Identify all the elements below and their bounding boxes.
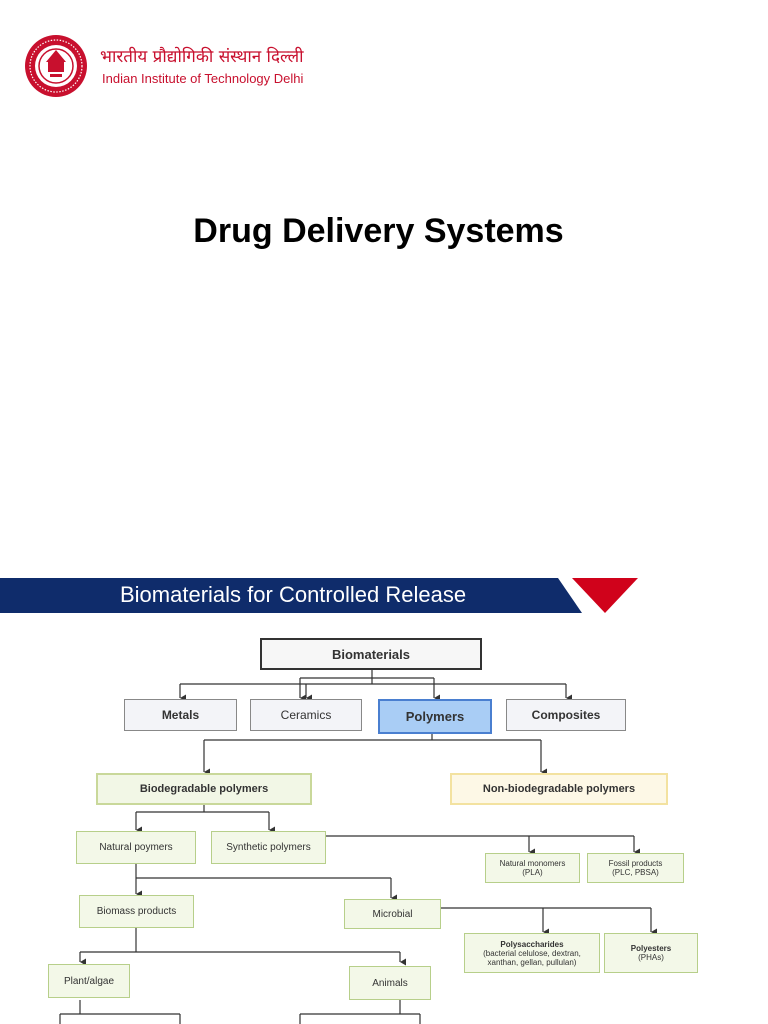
node-microbial: Microbial — [344, 899, 441, 929]
node-non-biodegradable-polymers: Non-biodegradable polymers — [450, 773, 668, 805]
slide-title: Drug Delivery Systems — [193, 212, 564, 250]
node-fossil-products: Fossil products(PLC, PBSA) — [587, 853, 684, 883]
node-polyesters: Polyesters(PHAs) — [604, 933, 698, 973]
node-polysaccharides: Polysaccharides(bacterial celulose, dext… — [464, 933, 600, 973]
node-biodegradable-polymers: Biodegradable polymers — [96, 773, 312, 805]
node-biomaterials: Biomaterials — [260, 638, 482, 670]
institute-name-english: Indian Institute of Technology Delhi — [102, 71, 304, 86]
diagram-connectors — [59, 670, 657, 1024]
node-natural-polymers: Natural poymers — [76, 831, 196, 864]
node-synthetic-polymers: Synthetic polymers — [211, 831, 326, 864]
node-ceramics: Ceramics — [250, 699, 362, 731]
node-animals: Animals — [349, 966, 431, 1000]
node-biomass-products: Biomass products — [79, 895, 194, 928]
banner-title: Biomaterials for Controlled Release — [120, 582, 467, 607]
banner-background — [0, 578, 582, 613]
institute-name-hindi: भारतीय प्रौद्योगिकी संस्थान दिल्ली — [100, 47, 304, 67]
node-natural-monomers: Natural monomers(PLA) — [485, 853, 580, 883]
iit-delhi-logo-icon — [25, 35, 87, 97]
node-polymers: Polymers — [378, 699, 492, 734]
node-plant-algae: Plant/algae — [48, 964, 130, 998]
section-banner — [0, 578, 638, 613]
node-composites: Composites — [506, 699, 626, 731]
node-metals: Metals — [124, 699, 237, 731]
banner-red-triangle-icon — [572, 578, 638, 613]
biomaterials-diagram: Biomaterials Metals Ceramics Polymers Co… — [44, 622, 724, 1024]
